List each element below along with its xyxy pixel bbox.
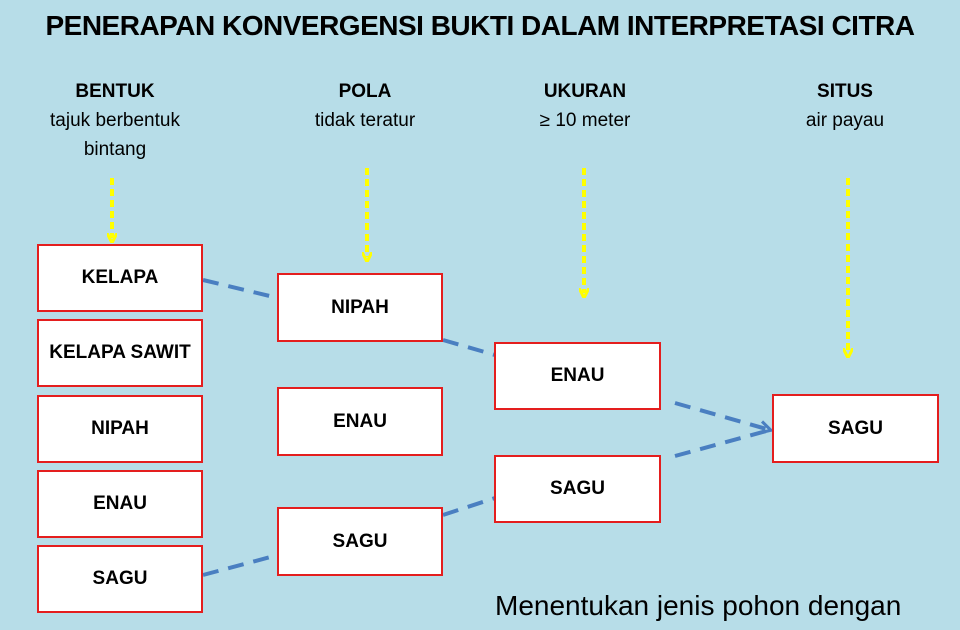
heading-label: POLA [338,81,392,102]
situs-box-sagu: SAGU [772,394,939,463]
heading-label: BENTUK [75,81,155,102]
page-title: PENERAPAN KONVERGENSI BUKTI DALAM INTERP… [45,10,915,41]
heading-description: ≥ 10 meter [539,110,631,131]
pola-box-nipah: NIPAH [277,273,443,342]
connector-kelapa-nipah [202,278,279,300]
heading-label: SITUS [817,81,873,102]
candidate-box-kelapa-sawit: KELAPA SAWIT [37,319,203,387]
connector-sagu-result [674,428,771,458]
candidate-box-enau: ENAU [37,470,203,538]
ukuran-box-enau: ENAU [494,342,661,410]
heading-description: bintang [83,139,147,160]
footer-caption: Menentukan jenis pohon dengan [495,590,902,621]
connector-sagu-sagu [202,553,279,577]
column-heading-situs: SITUS air payau [745,77,945,135]
candidate-box-kelapa: KELAPA [37,244,203,312]
candidate-box-nipah: NIPAH [37,395,203,463]
ukuran-box-sagu: SAGU [494,455,661,523]
column-heading-bentuk: BENTUK tajuk berbentuk bintang [10,77,220,164]
column-heading-pola: POLA tidak teratur [265,77,465,135]
pola-box-sagu: SAGU [277,507,443,576]
connector-nipah-enau [442,338,496,357]
pola-box-enau: ENAU [277,387,443,456]
connector-enau-result [674,401,770,430]
heading-description: tidak teratur [314,110,416,131]
heading-label: UKURAN [543,81,627,102]
heading-description: air payau [805,110,885,131]
candidate-box-sagu: SAGU [37,545,203,613]
connector-sagu-sagu-2 [442,496,496,517]
column-heading-ukuran: UKURAN ≥ 10 meter [485,77,685,135]
heading-description: tajuk berbentuk [50,110,180,131]
